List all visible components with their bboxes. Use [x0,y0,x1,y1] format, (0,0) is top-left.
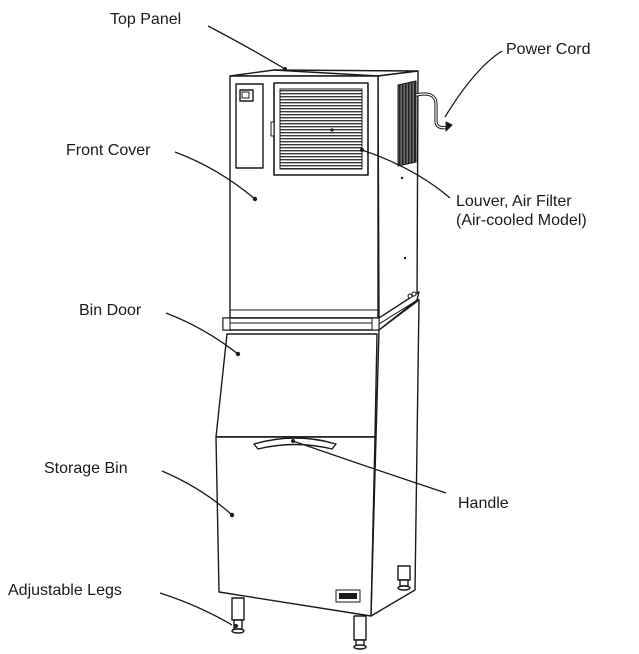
leader-louver [361,149,451,199]
leader-bin-door [165,312,239,355]
label-front-cover: Front Cover [66,142,151,159]
side-vent [397,80,417,167]
adjustable-legs [231,565,411,650]
label-adjustable-legs: Adjustable Legs [8,582,122,599]
leader-lines [159,25,503,628]
leader-storage-bin [161,470,233,516]
label-louver-line1: Louver, Air Filter [456,193,572,210]
power-cord [415,92,449,130]
label-louver-line2: (Air-cooled Model) [456,212,587,229]
label-storage-bin: Storage Bin [44,460,128,477]
leader-handle [292,440,447,494]
handle [253,437,337,450]
bin-right-side [370,299,420,617]
bin-door [215,333,378,438]
label-power-cord: Power Cord [506,41,591,58]
storage-bin [215,436,376,617]
leader-power-cord [444,50,503,118]
label-louver-air-filter: Louver, Air Filter (Air-cooled Model) [456,192,587,230]
label-top-panel: Top Panel [110,11,182,28]
louver-grille [279,88,363,170]
ice-maker-head [229,69,453,319]
leader-adjustable-legs [159,592,233,626]
leader-front-cover [174,151,256,200]
leader-top-panel [207,25,286,70]
label-handle: Handle [458,495,509,512]
bin-top-rail [222,291,420,331]
label-bin-door: Bin Door [79,302,142,319]
